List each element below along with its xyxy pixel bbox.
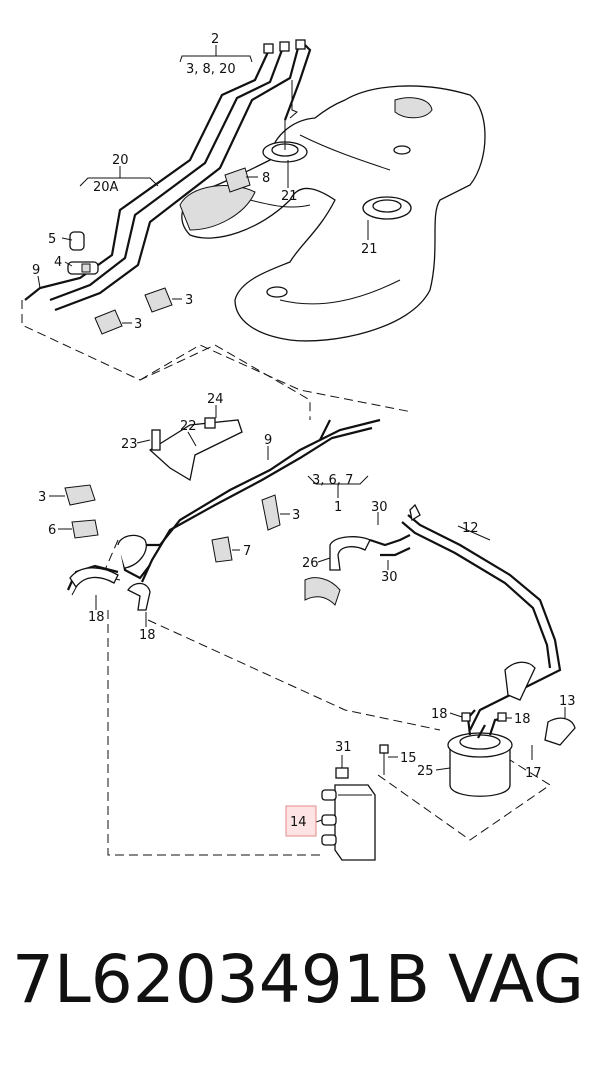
label-3-6-7: 3, 6, 7 [312,473,353,488]
label-18-d: 18 [514,712,531,727]
label-5: 5 [48,232,56,247]
label-20: 20 [112,153,129,168]
label-9-top: 9 [32,263,40,278]
label-3-a: 3 [185,293,193,308]
label-13: 13 [559,694,576,709]
label-3-d: 3 [292,508,300,523]
callout-labels: 2 3, 8, 20 20 20A 8 21 21 5 4 9 3 3 24 2… [32,32,576,830]
fuel-cooler [321,744,389,861]
label-18-c: 18 [431,707,448,722]
label-21-right: 21 [361,242,378,257]
label-6: 6 [48,523,56,538]
label-24: 24 [207,392,224,407]
label-15: 15 [400,751,417,766]
label-23: 23 [121,437,138,452]
filter-and-clips-top [67,167,251,335]
label-25: 25 [417,764,434,779]
fuel-lines-right [304,503,576,746]
label-22: 22 [180,419,197,434]
brand-name: VAG [448,941,585,1018]
label-26: 26 [302,556,319,571]
highlight-box [285,805,317,837]
label-3-8-20: 3, 8, 20 [186,62,236,77]
label-14: 14 [290,815,307,830]
label-7: 7 [243,544,251,559]
label-31: 31 [335,740,352,755]
label-4: 4 [54,255,62,270]
fuel-filter [447,709,513,797]
label-9-mid: 9 [264,433,272,448]
label-18-a: 18 [88,610,105,625]
label-30-top: 30 [371,500,388,515]
exploded-parts-diagram: 2 3, 8, 20 20 20A 8 21 21 5 4 9 3 3 24 2… [21,32,576,861]
label-12: 12 [462,521,479,536]
leader-lines [37,45,566,823]
fuel-lines-top [24,39,312,312]
footer: 7L6203491B VAG [0,930,600,1040]
label-17: 17 [525,766,542,781]
label-18-b: 18 [139,628,156,643]
label-1: 1 [334,500,342,515]
label-21-left: 21 [281,189,298,204]
label-20a: 20A [93,180,119,195]
fuel-lines-mid [64,417,381,611]
fuel-tank [179,85,486,342]
dashed-group-outlines [21,300,551,856]
part-number: 7L6203491B [12,941,430,1018]
label-30-bottom: 30 [381,570,398,585]
label-3-b: 3 [134,317,142,332]
label-8: 8 [262,171,270,186]
label-2: 2 [211,32,219,47]
label-3-c: 3 [38,490,46,505]
